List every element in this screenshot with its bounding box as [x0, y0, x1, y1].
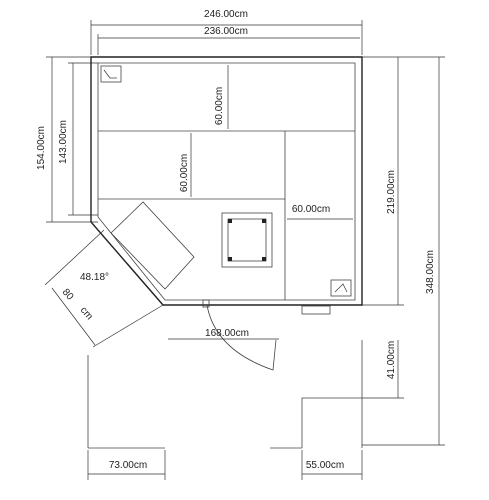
door-swing-arc	[206, 304, 277, 371]
dim-top-outer: 246.00cm	[204, 9, 248, 20]
corner-bench	[110, 201, 195, 290]
heater-corner	[228, 219, 232, 223]
dim-right-inner: 219.00cm	[386, 170, 397, 214]
lamp-top-left	[100, 65, 122, 83]
dim-tick	[44, 229, 105, 286]
heater	[221, 212, 273, 268]
dim-side-bench: 60.00cm	[292, 204, 330, 215]
heater-corner	[262, 257, 266, 261]
dim-entry-depth: 41.00cm	[386, 341, 397, 379]
room-walls	[87, 340, 363, 449]
dim-bottom-right: 55.00cm	[306, 460, 344, 471]
benches	[98, 130, 355, 300]
dim-upper-bench: 60.00cm	[214, 87, 225, 125]
dim-line-diagonal	[51, 287, 96, 346]
heater-corner	[262, 219, 266, 223]
bottom-dimensions: 73.00cm 55.00cm	[87, 450, 363, 480]
inner-wall	[97, 62, 356, 301]
top-dimensions: 246.00cm 236.00cm	[90, 9, 363, 55]
heater-outline	[221, 212, 273, 268]
right-dimensions: 219.00cm 348.00cm 41.00cm	[362, 56, 445, 446]
dim-top-inner: 236.00cm	[204, 26, 248, 37]
dim-angle: 48.18°	[80, 272, 109, 283]
cabin-walls	[90, 56, 363, 306]
bench-dimensions: 60.00cm 60.00cm 60.00cm	[179, 65, 353, 220]
left-dimensions: 154.00cm 143.00cm	[36, 56, 98, 223]
dim-diagonal-unit: cm	[78, 305, 95, 322]
lamp-icon	[103, 69, 117, 79]
heater-inner	[227, 218, 267, 262]
door-hinge	[202, 299, 210, 308]
dim-bottom-left: 73.00cm	[109, 460, 147, 471]
room-entry-recess	[301, 397, 362, 448]
dim-middle-bench: 60.00cm	[179, 154, 190, 192]
diagonal-dimensions: 48.18° 80 cm	[44, 229, 164, 348]
dim-left-outer: 154.00cm	[36, 126, 47, 170]
dim-tick	[92, 304, 164, 348]
outer-wall	[90, 56, 363, 306]
lamp-bottom-right	[330, 279, 352, 297]
heater-corner	[228, 257, 232, 261]
corner-lamps	[100, 65, 352, 297]
dim-door: 168.00cm	[205, 328, 249, 339]
door-handle-plate	[301, 305, 331, 315]
dim-diagonal-value: 80	[60, 287, 76, 303]
dim-right-outer: 348.00cm	[425, 250, 436, 294]
door: 168.00cm	[168, 299, 331, 371]
lamp-icon	[334, 283, 348, 293]
dim-left-inner: 143.00cm	[58, 120, 69, 164]
